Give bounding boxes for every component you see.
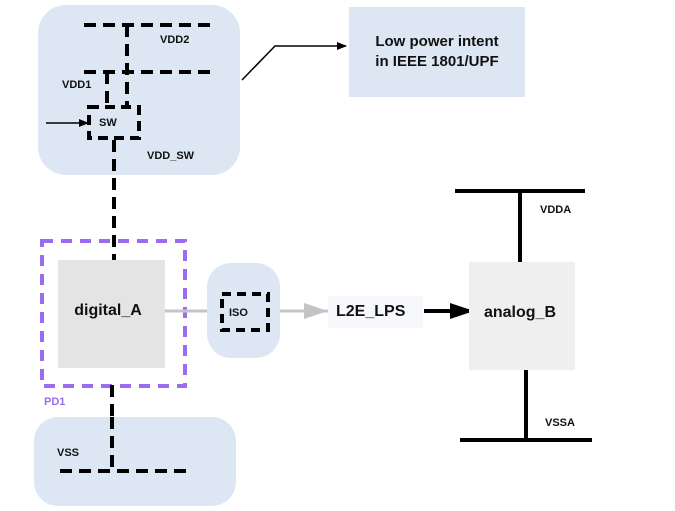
supply-box: SW VDD2 VDD1 VDD_SW bbox=[38, 5, 240, 175]
power-domain-pd1: digital_A PD1 bbox=[40, 239, 187, 408]
upf-note: Low power intent in IEEE 1801/UPF bbox=[349, 7, 525, 97]
level-shifter: L2E_LPS bbox=[328, 296, 423, 328]
vssa-label: VSSA bbox=[545, 417, 575, 429]
upf-note-line1: Low power intent bbox=[375, 33, 498, 50]
iso-box bbox=[220, 292, 270, 332]
switch-box bbox=[87, 105, 141, 140]
iso-label: ISO bbox=[229, 307, 248, 319]
ground-box-bg bbox=[34, 417, 236, 506]
vss-label: VSS bbox=[57, 447, 79, 459]
isolation-cell: ISO bbox=[207, 263, 280, 358]
analog-b-block bbox=[469, 262, 575, 370]
digital-a-block bbox=[58, 260, 165, 368]
upf-note-bg bbox=[349, 7, 525, 97]
digital-a-label: digital_A bbox=[74, 302, 142, 319]
iso-bg bbox=[207, 263, 280, 358]
analog-b: analog_B VDDA VSSA bbox=[455, 189, 592, 442]
upf-note-line2: in IEEE 1801/UPF bbox=[375, 53, 498, 70]
vdd1-label: VDD1 bbox=[62, 79, 91, 91]
analog-b-label: analog_B bbox=[484, 304, 556, 321]
level-shifter-bg bbox=[328, 296, 423, 328]
callout-arrow bbox=[241, 42, 347, 81]
vdd-sw-label: VDD_SW bbox=[147, 150, 195, 162]
vdd2-label: VDD2 bbox=[160, 34, 189, 46]
level-shifter-label: L2E_LPS bbox=[336, 303, 406, 320]
vdda-label: VDDA bbox=[540, 204, 571, 216]
switch-label: SW bbox=[99, 117, 117, 129]
ground-box: VSS bbox=[34, 417, 236, 506]
pd1-boundary bbox=[40, 239, 187, 388]
pd1-label: PD1 bbox=[44, 396, 65, 408]
